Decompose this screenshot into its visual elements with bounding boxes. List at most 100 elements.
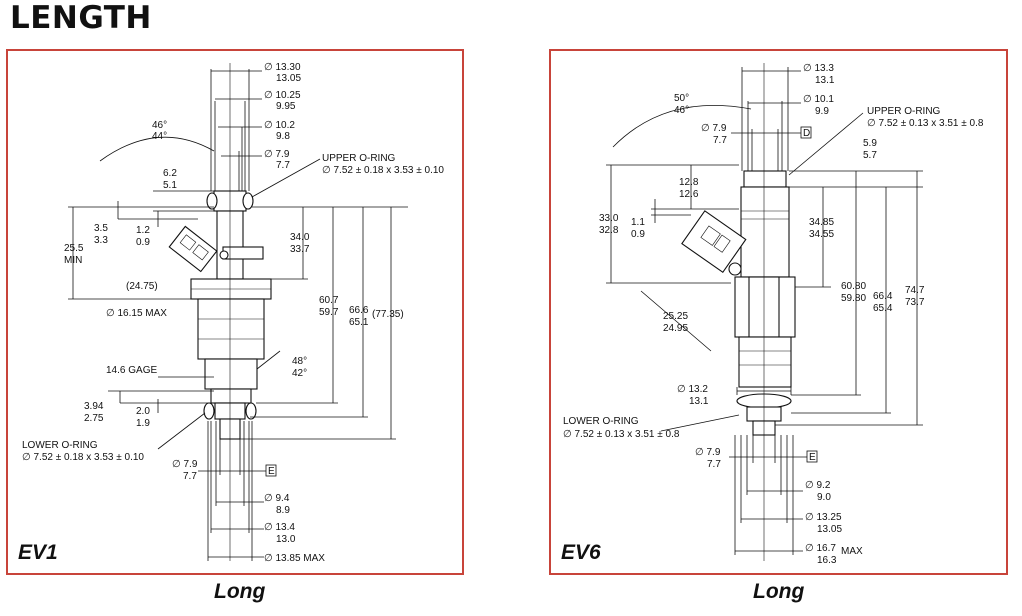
ev6-dim-h4: 1.1 [631, 217, 645, 228]
ev1-dim-d4: ∅ 7.9 [264, 149, 290, 160]
ev6-lower-oring-label: LOWER O-RING [563, 416, 639, 427]
ev1-left-dims [68, 190, 214, 300]
ev1-angle-1b: 44° [152, 131, 167, 142]
ev6-dim-h1b: 5.7 [863, 150, 877, 161]
ev1-dim-h3: 1.2 [136, 225, 150, 236]
ev6-caption: Long [753, 580, 805, 603]
ev6-dim-d5b: 7.7 [707, 459, 721, 470]
ev1-dim-l3: 66.6 [349, 305, 369, 316]
ev1-dim-h1: 6.2 [163, 168, 177, 179]
ev1-dim-h1b: 5.1 [163, 180, 177, 191]
ev1-dim-h4: 25.5 [64, 243, 84, 254]
ev1-upper-oring-leader [251, 158, 321, 198]
ev1-dim-l2: 60.7 [319, 295, 339, 306]
ev6-dim-d8-max: MAX [841, 546, 863, 557]
ev6-dim-ang2b: 24.95 [663, 323, 688, 334]
ev6-dim-h3b: 32.8 [599, 225, 619, 236]
ev1-right-dims [240, 206, 408, 440]
ev1-dim-d3: ∅ 10.2 [264, 120, 295, 131]
ev6-dim-d4b: 13.1 [689, 396, 709, 407]
ev1-upper-oring-label: UPPER O-RING [322, 153, 396, 164]
ev1-dim-h2: 3.5 [94, 223, 108, 234]
ev6-dim-d8: ∅ 16.7 [805, 543, 836, 554]
ev1-ref-dim: (24.75) [126, 281, 158, 292]
ev6-dim-d1: ∅ 13.3 [803, 63, 834, 74]
ev1-injector-drawing: ∅ 13.30 13.05 ∅ 10.25 9.95 ∅ 10.2 9.8 ∅ … [22, 62, 444, 564]
ev6-dim-d2b: 9.9 [815, 106, 829, 117]
ev6-dim-d2: ∅ 10.1 [803, 94, 834, 105]
ev6-lower-oring-spec: ∅ 7.52 ± 0.13 x 3.51 ± 0.8 [563, 429, 680, 440]
ev6-tag-d: D [803, 128, 810, 139]
ev6-dim-h4b: 0.9 [631, 229, 645, 240]
ev6-dim-l1b: 34.55 [809, 229, 834, 240]
ev1-dim-d5: ∅ 7.9 [172, 459, 198, 470]
ev6-dim-d8b: 16.3 [817, 555, 837, 566]
ev1-dim-d1b: 13.05 [276, 73, 301, 84]
ev1-bottom-diameters [198, 421, 277, 561]
ev6-dim-l3: 66.4 [873, 291, 893, 302]
ev1-angle-2: 48° [292, 356, 307, 367]
ev6-dim-l4b: 73.7 [905, 297, 925, 308]
ev6-injector-drawing: ∅ 13.3 13.1 ∅ 10.1 9.9 ∅ 7.9 7.7 D 50° 4… [563, 63, 984, 566]
ev1-dim-h5: 3.94 [84, 401, 104, 412]
ev1-dim-d7b: 13.0 [276, 534, 296, 545]
ev6-dim-d5: ∅ 7.9 [695, 447, 721, 458]
ev1-model-label: EV1 [18, 541, 58, 564]
ev1-dim-d6: ∅ 9.4 [264, 493, 290, 504]
ev1-dim-d2b: 9.95 [276, 101, 296, 112]
ev6-dim-ang2: 25.25 [663, 311, 688, 322]
ev1-dim-h5b: 2.75 [84, 413, 104, 424]
ev1-lower-oring-label: LOWER O-RING [22, 440, 98, 451]
ev1-dim-d7: ∅ 13.4 [264, 522, 295, 533]
ev1-dim-h4b: MIN [64, 255, 82, 266]
ev6-dim-l3b: 65.4 [873, 303, 893, 314]
ev6-dim-d6b: 9.0 [817, 492, 831, 503]
ev1-top-diameters [210, 69, 262, 191]
ev6-top-diameters [731, 67, 812, 171]
ev1-dim-l4: (77.35) [372, 309, 404, 320]
ev1-injector-body [168, 63, 272, 561]
ev6-bottom-diameters [660, 387, 818, 555]
ev6-dim-l2b: 59.80 [841, 293, 866, 304]
ev6-dim-h1: 5.9 [863, 138, 877, 149]
ev1-dim-d3b: 9.8 [276, 131, 290, 142]
ev1-lower-dims [108, 350, 281, 413]
ev1-diagram-panel: ∅ 13.30 13.05 ∅ 10.25 9.95 ∅ 10.2 9.8 ∅ … [6, 49, 464, 575]
ev6-tag-e: E [809, 452, 816, 463]
ev1-dim-d1: ∅ 13.30 [264, 62, 301, 73]
ev1-tag-e: E [268, 466, 275, 477]
ev1-dim-l1b: 33.7 [290, 244, 310, 255]
ev6-angle-1b: 46° [674, 105, 689, 116]
ev1-dim-d8: ∅ 13.85 MAX [264, 553, 325, 564]
ev1-dim-d4b: 7.7 [276, 160, 290, 171]
ev1-dim-h6b: 1.9 [136, 418, 150, 429]
ev6-left-dims [606, 164, 739, 352]
ev6-injector-body [681, 63, 796, 561]
ev1-dim-h3b: 0.9 [136, 237, 150, 248]
ev1-dim-l3b: 65.1 [349, 317, 369, 328]
ev6-dim-h3: 33.0 [599, 213, 619, 224]
ev6-upper-oring-spec: ∅ 7.52 ± 0.13 x 3.51 ± 0.8 [867, 118, 984, 129]
ev6-angle-1: 50° [674, 93, 689, 104]
ev1-dim-d2: ∅ 10.25 [264, 90, 301, 101]
ev1-upper-oring-spec: ∅ 7.52 ± 0.18 x 3.53 ± 0.10 [322, 165, 444, 176]
ev1-angle-2b: 42° [292, 368, 307, 379]
ev1-dim-h6: 2.0 [136, 406, 150, 417]
ev1-dim-l2b: 59.7 [319, 307, 339, 318]
ev6-dim-l2: 60.80 [841, 281, 866, 292]
ev6-dim-d4: ∅ 13.2 [677, 384, 708, 395]
ev1-dim-d5b: 7.7 [183, 471, 197, 482]
page-title: LENGTH [10, 0, 152, 36]
ev1-gage: 14.6 GAGE [106, 365, 157, 376]
ev1-lower-oring-leader [157, 412, 206, 450]
ev1-dim-max: ∅ 16.15 MAX [106, 308, 167, 319]
ev6-dim-l1: 34.85 [809, 217, 834, 228]
ev6-dim-d7b: 13.05 [817, 524, 842, 535]
ev6-dim-h2: 12.8 [679, 177, 699, 188]
ev1-dim-h2b: 3.3 [94, 235, 108, 246]
ev1-caption: Long [214, 580, 266, 603]
ev6-diagram-panel: ∅ 13.3 13.1 ∅ 10.1 9.9 ∅ 7.9 7.7 D 50° 4… [549, 49, 1008, 575]
ev6-upper-oring-label: UPPER O-RING [867, 106, 941, 117]
ev1-dim-d6b: 8.9 [276, 505, 290, 516]
ev6-angle-arc [612, 104, 752, 148]
